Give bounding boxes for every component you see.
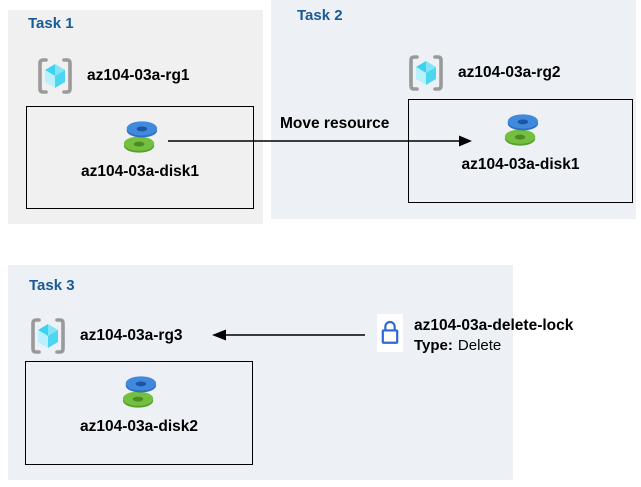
- lock-type-value: Delete: [457, 337, 502, 354]
- lock-text: az104-03a-delete-lock Type: Delete: [414, 314, 573, 354]
- task3-panel: Task 3 az104-03a-rg3 az104-03a-disk: [8, 265, 513, 480]
- disk-name: az104-03a-disk1: [80, 163, 200, 180]
- task2-resource-group: az104-03a-rg2: [407, 53, 561, 93]
- lock-type-label: Type:: [414, 337, 453, 354]
- disk-icon: [504, 114, 538, 146]
- lock-icon: [377, 314, 403, 352]
- task2-panel: Task 2 az104-03a-rg2 az104-03a-disk: [271, 0, 636, 219]
- task1-resource-box: az104-03a-disk1: [26, 106, 254, 209]
- resource-group-name: az104-03a-rg2: [458, 64, 561, 81]
- resource-group-icon: [409, 55, 443, 91]
- lock-type: Type: Delete: [414, 337, 573, 354]
- task1-panel: Task 1 az104-03a-rg1 az104-03a-disk: [8, 10, 263, 224]
- lock-name: az104-03a-delete-lock: [414, 317, 574, 334]
- disk-icon: [123, 121, 158, 153]
- task2-resource-box: az104-03a-disk1: [408, 99, 633, 203]
- resource-group-icon: [38, 58, 72, 94]
- move-resource-label: Move resource: [280, 115, 390, 132]
- resource-group-name: az104-03a-rg3: [80, 327, 183, 344]
- disk-name: az104-03a-disk1: [461, 156, 580, 173]
- task3-resource-group: az104-03a-rg3: [29, 316, 183, 356]
- task3-resource-box: az104-03a-disk2: [25, 361, 253, 465]
- resource-group-icon: [31, 318, 65, 354]
- task2-title: Task 2: [297, 7, 343, 24]
- task3-title: Task 3: [29, 277, 75, 294]
- disk-icon: [122, 376, 157, 408]
- delete-lock: az104-03a-delete-lock Type: Delete: [377, 314, 573, 354]
- task1-title: Task 1: [28, 15, 74, 32]
- disk-name: az104-03a-disk2: [79, 418, 199, 435]
- task1-resource-group: az104-03a-rg1: [36, 56, 190, 96]
- resource-group-name: az104-03a-rg1: [87, 67, 190, 84]
